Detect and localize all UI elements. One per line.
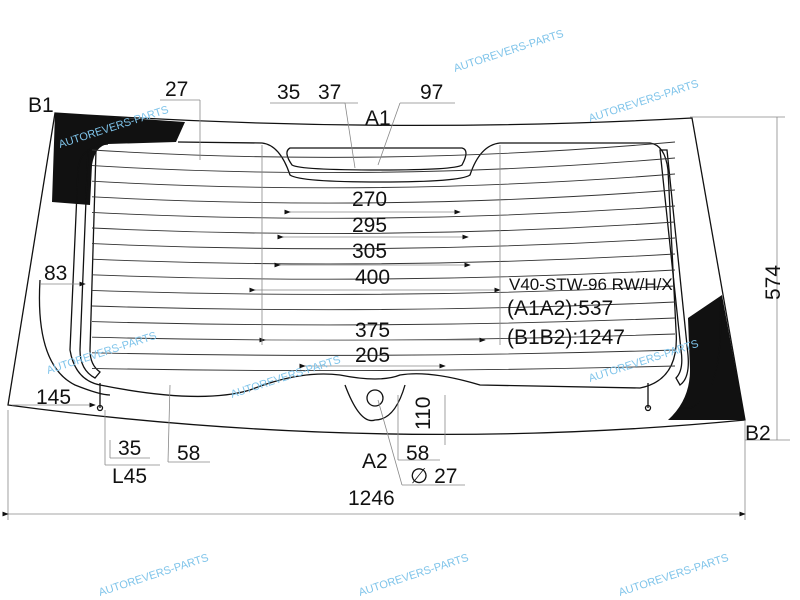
- brake-light-cutout: [286, 147, 467, 171]
- watermark-text: AUTOREVERS-PARTS: [452, 28, 565, 75]
- dim-35-bottom: 35: [118, 437, 141, 460]
- heating-grid-line: [91, 205, 676, 219]
- glass-outline: [7, 112, 746, 436]
- dim-305: 305: [352, 240, 387, 263]
- label-a2: A2: [362, 450, 388, 473]
- dim-37: 37: [318, 81, 341, 104]
- heating-grid: [91, 141, 676, 372]
- dim-83: 83: [44, 262, 67, 285]
- inner-border: [69, 141, 678, 398]
- dim-58-left: 58: [177, 442, 200, 465]
- right-connector: [644, 383, 652, 412]
- heating-grid-line: [91, 365, 676, 372]
- dim-58-right: 58: [406, 442, 429, 465]
- dim-diameter-27: ∅ 27: [410, 465, 458, 488]
- dim-295: 295: [352, 214, 387, 237]
- heating-grid-line: [91, 141, 676, 158]
- heating-grid-line: [91, 269, 676, 280]
- dim-l45: L45: [112, 465, 147, 488]
- left-connector: [96, 383, 104, 412]
- dim-270: 270: [352, 188, 387, 211]
- heating-grid-line: [91, 157, 676, 174]
- dim-97: 97: [420, 81, 443, 104]
- part-code: V40-STW-96 RW/H/X: [509, 275, 673, 294]
- dim-375: 375: [355, 319, 390, 342]
- heating-grid-line: [91, 189, 676, 204]
- dim-400: 400: [355, 266, 390, 289]
- label-b2: B2: [745, 422, 771, 445]
- label-a1: A1: [365, 107, 391, 130]
- dim-35-top: 35: [277, 81, 300, 104]
- label-b1b2: (B1B2):1247: [507, 326, 625, 349]
- heating-grid-line: [91, 349, 676, 356]
- dimension-lines: [2, 99, 790, 520]
- dim-110: 110: [412, 397, 435, 430]
- heating-grid-line: [91, 301, 676, 311]
- watermark-text: AUTOREVERS-PARTS: [97, 552, 210, 599]
- watermark-text: AUTOREVERS-PARTS: [229, 354, 342, 401]
- heating-grid-line: [91, 221, 676, 234]
- left-bus-bar: [79, 149, 101, 379]
- dim-574: 574: [762, 265, 785, 300]
- ceramic-top-left: [52, 113, 185, 205]
- label-a1a2: (A1A2):537: [507, 297, 613, 320]
- watermark-text: AUTOREVERS-PARTS: [357, 552, 470, 599]
- ceramic-bottom-right: [668, 295, 745, 420]
- dim-1246: 1246: [348, 487, 395, 510]
- right-trim: [680, 299, 722, 409]
- heating-grid-line: [91, 173, 676, 189]
- heating-grid-line: [91, 237, 676, 250]
- dim-27: 27: [165, 78, 188, 101]
- watermark-text: AUTOREVERS-PARTS: [617, 552, 730, 599]
- watermark-text: AUTOREVERS-PARTS: [587, 78, 700, 125]
- heating-grid-line: [91, 317, 676, 326]
- heating-grid-line: [91, 285, 676, 295]
- right-bus-bar: [659, 149, 689, 386]
- washer-hole: [366, 389, 384, 407]
- dim-205: 205: [355, 344, 390, 367]
- label-b1: B1: [28, 94, 54, 117]
- dim-145: 145: [36, 386, 71, 409]
